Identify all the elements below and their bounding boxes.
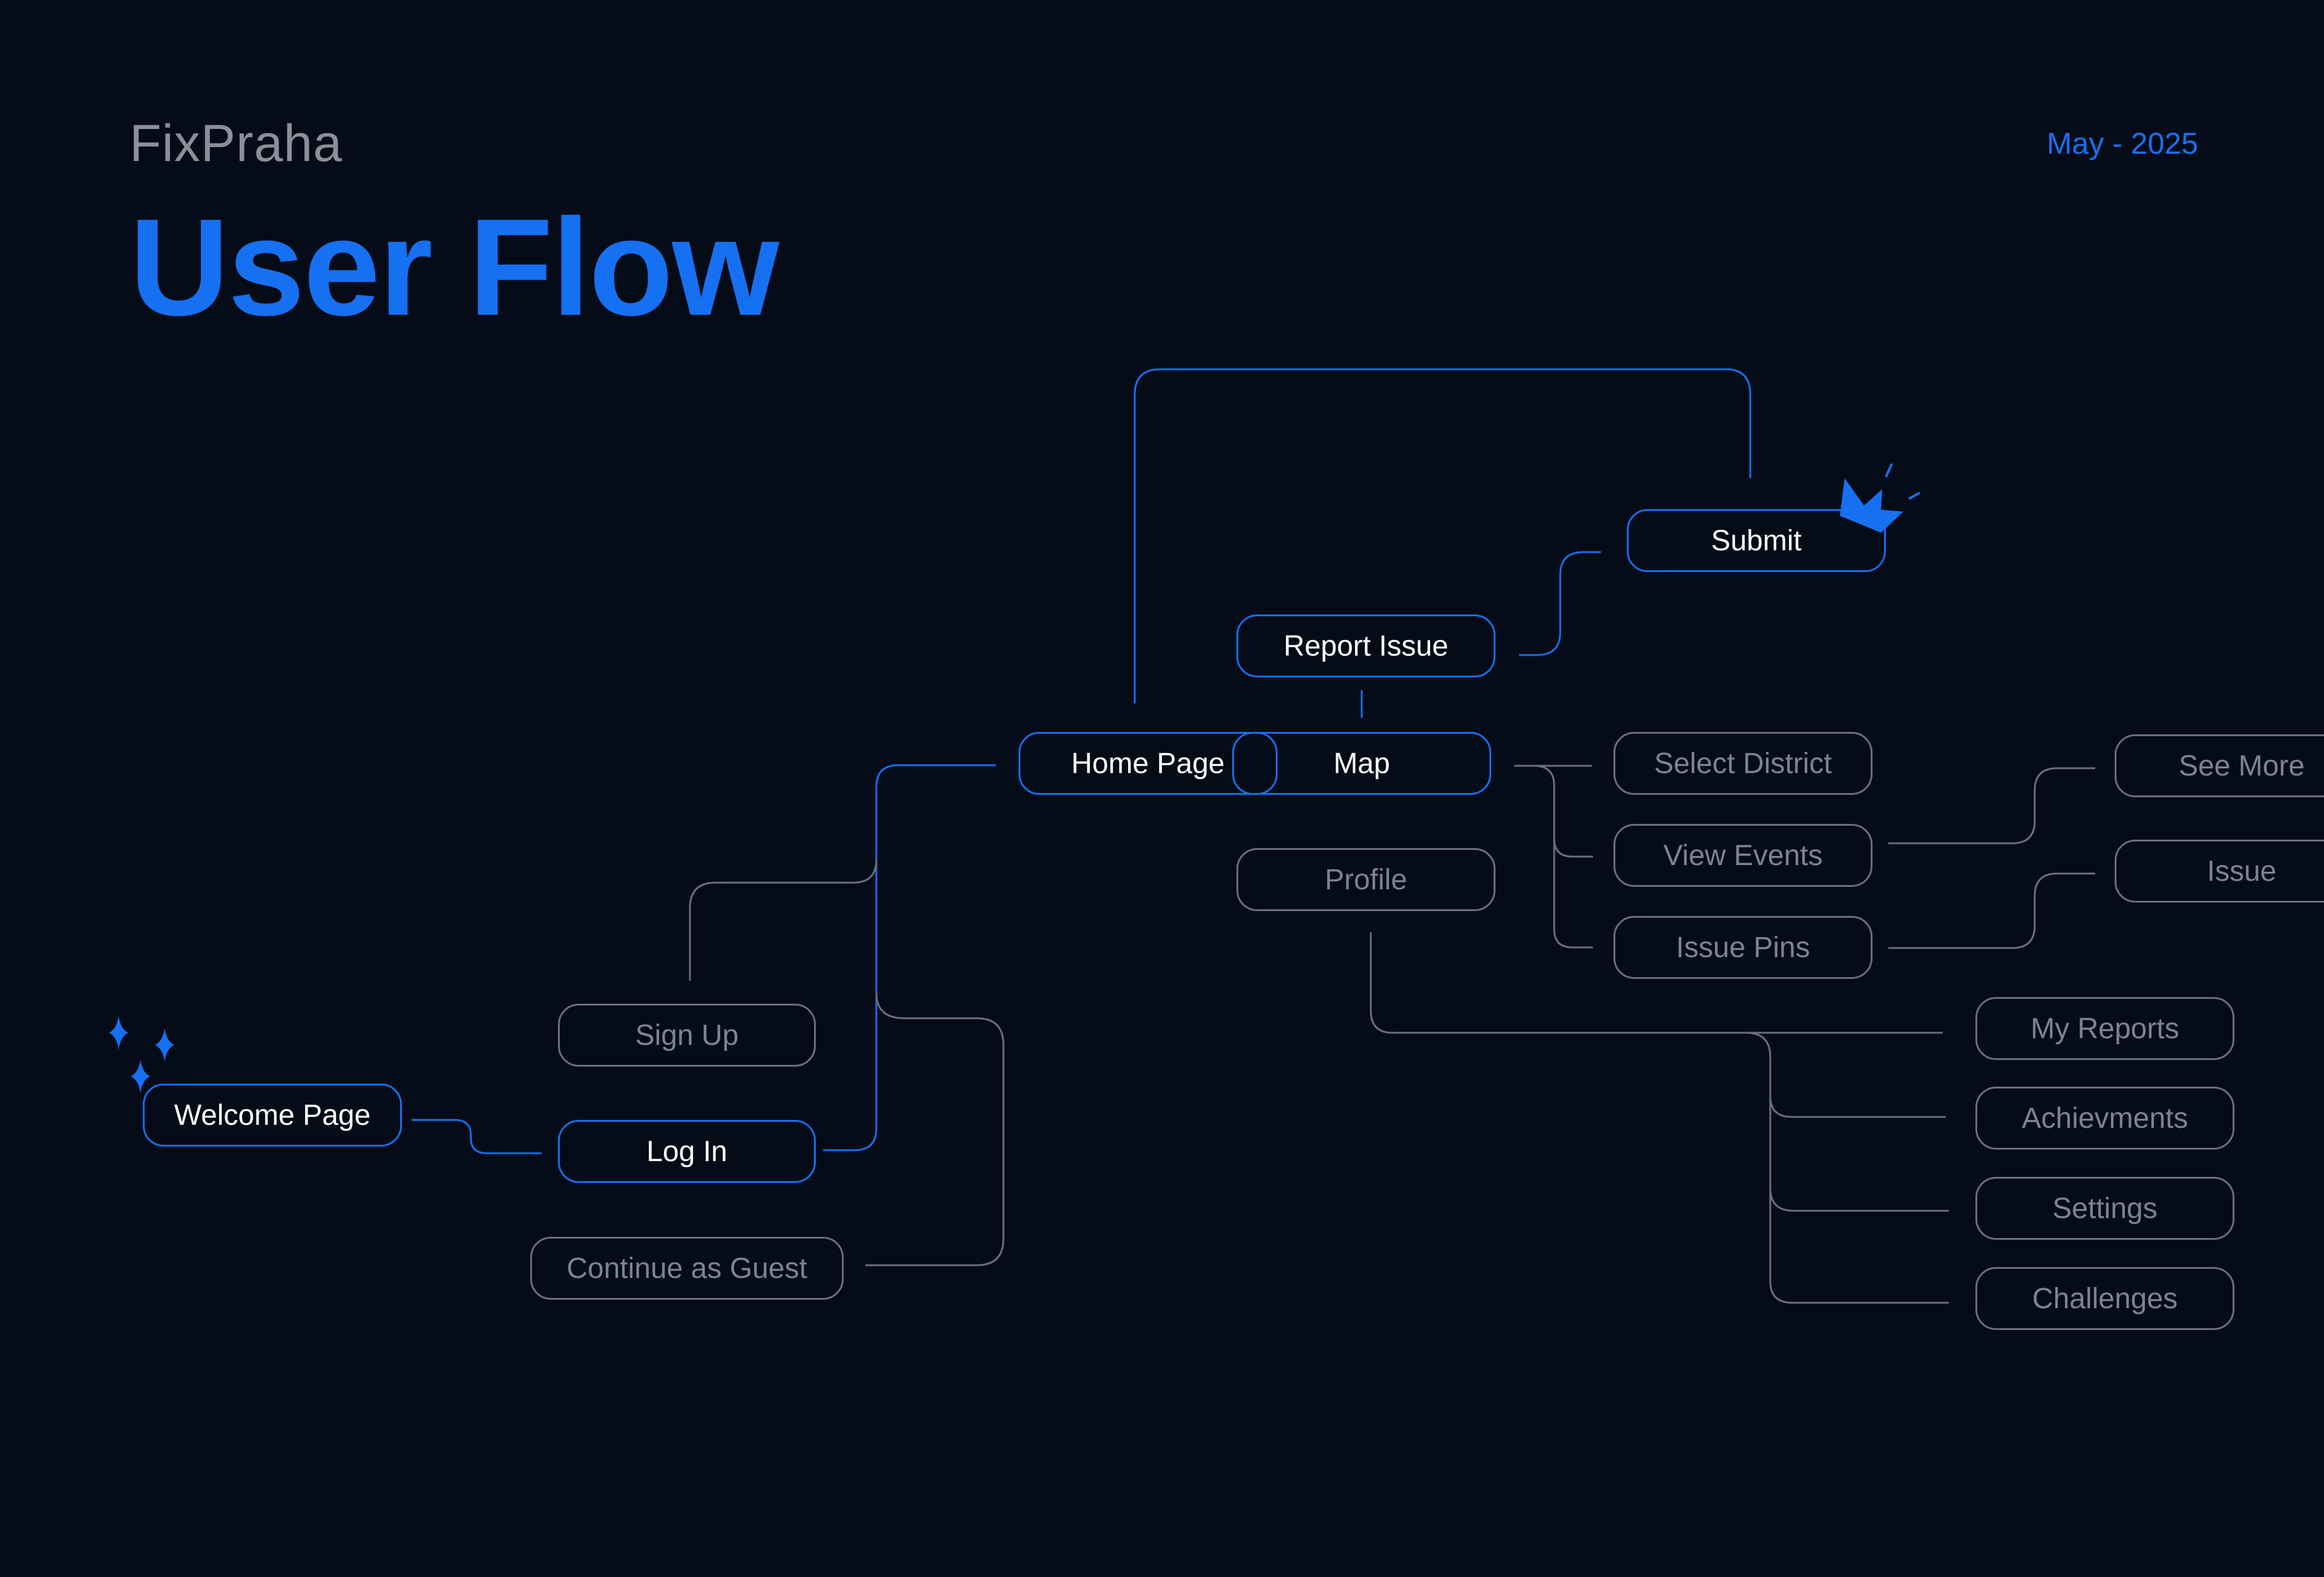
page-title: User Flow — [130, 191, 780, 344]
node-achievements[interactable]: Achievments — [1975, 1087, 2234, 1150]
connector-branch-settings — [1769, 1187, 1949, 1212]
node-home-page[interactable]: Home Page — [1019, 732, 1278, 795]
connector-guest-home — [865, 992, 1005, 1266]
sparkle-star-2 — [155, 1028, 174, 1062]
crown-burst-shape — [1840, 478, 1903, 533]
node-select-district[interactable]: Select District — [1613, 732, 1873, 795]
date-label: May - 2025 — [2046, 127, 2198, 160]
connector-branch-achievements — [1769, 1095, 1946, 1118]
node-sign-up[interactable]: Sign Up — [558, 1004, 816, 1067]
node-view-events[interactable]: View Events — [1613, 824, 1873, 887]
connector-login-home — [823, 764, 996, 1151]
node-submit[interactable]: Submit — [1627, 509, 1886, 572]
node-issue[interactable]: Issue — [2115, 840, 2324, 903]
node-my-reports[interactable]: My Reports — [1975, 997, 2234, 1060]
connector-report-submit — [1519, 551, 1601, 656]
brand-name: FixPraha — [130, 114, 343, 173]
connector-home-top-loop — [1134, 368, 1751, 703]
connector-map-events — [1514, 765, 1593, 858]
sparkle-star-3 — [131, 1059, 150, 1093]
node-welcome-page[interactable]: Welcome Page — [143, 1084, 402, 1147]
connector-profile-branch — [1628, 1032, 1949, 1304]
node-settings[interactable]: Settings — [1975, 1177, 2234, 1240]
node-map[interactable]: Map — [1232, 732, 1491, 795]
connector-pins-issue — [1888, 872, 2095, 949]
node-report-issue[interactable]: Report Issue — [1236, 614, 1495, 677]
connector-profile-reports — [1370, 932, 1943, 1034]
node-profile[interactable]: Profile — [1236, 848, 1495, 911]
burst-ray-2 — [1908, 492, 1920, 500]
connector-map-pins — [1553, 835, 1593, 949]
node-log-in[interactable]: Log In — [558, 1120, 816, 1183]
connector-welcome-login — [412, 1119, 542, 1154]
node-see-more[interactable]: See More — [2115, 734, 2324, 797]
node-continue-as-guest[interactable]: Continue as Guest — [530, 1237, 844, 1300]
connector-login-signup — [689, 859, 878, 981]
sparkle-star-1 — [109, 1016, 128, 1050]
node-issue-pins[interactable]: Issue Pins — [1613, 916, 1873, 979]
burst-ray-1 — [1885, 463, 1893, 478]
connector-events-seemore — [1888, 767, 2095, 844]
node-challenges[interactable]: Challenges — [1975, 1267, 2234, 1330]
